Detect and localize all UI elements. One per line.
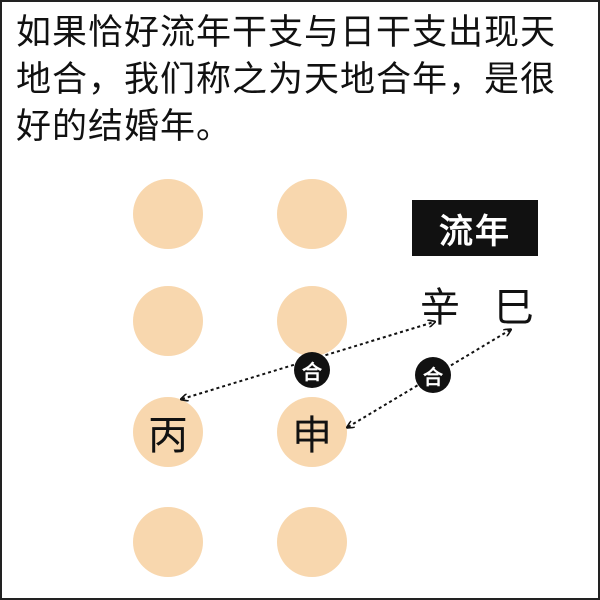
- pillar-circle: [277, 507, 347, 577]
- pillar-circle: [277, 179, 347, 249]
- liunian-badge: 流年: [412, 200, 538, 256]
- pillar-circle: [133, 179, 203, 249]
- pillar-circle: [133, 507, 203, 577]
- day-stem-char: 丙: [148, 413, 188, 459]
- day-branch-char: 申: [292, 413, 332, 459]
- branch-he-arrow: [348, 330, 510, 427]
- pillar-circle: [277, 397, 347, 467]
- pillar-circle: [133, 397, 203, 467]
- liunian-branch-char: 巳: [494, 285, 534, 331]
- stem-he-label: 合: [294, 352, 330, 388]
- stem-he-arrow: [182, 322, 434, 399]
- intro-text: 如果恰好流年干支与日干支出现天地合，我们称之为天地合年，是很好的结婚年。: [16, 13, 557, 147]
- branch-he-label: 合: [415, 357, 451, 393]
